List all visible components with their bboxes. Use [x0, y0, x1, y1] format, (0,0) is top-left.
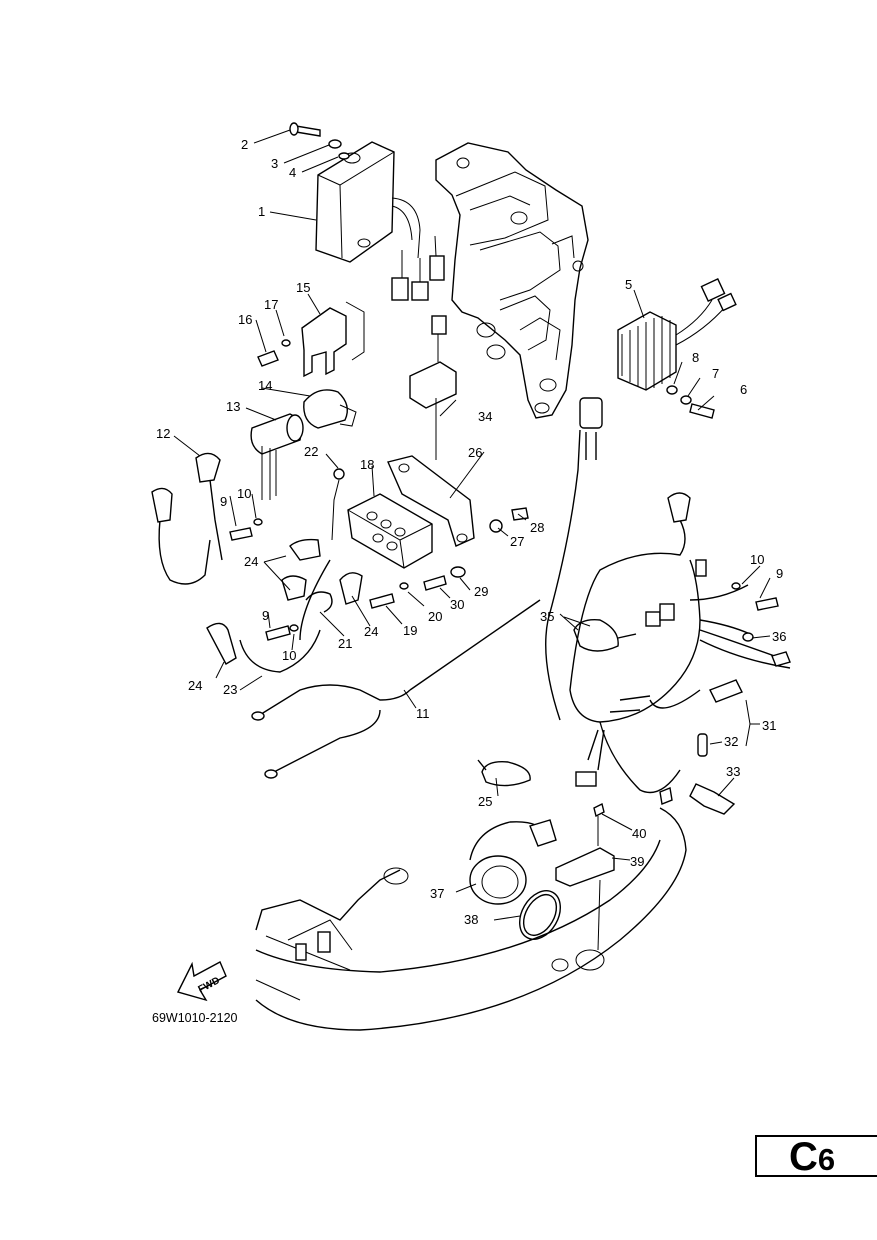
- callout-32: 32: [724, 734, 738, 749]
- callout-11: 11: [416, 706, 430, 721]
- callout-37: 37: [430, 886, 444, 901]
- callout-26: 26: [468, 445, 482, 460]
- callout-17: 17: [264, 297, 278, 312]
- callout-22: 22: [304, 444, 318, 459]
- starter-relay: [250, 389, 357, 500]
- small-fasteners: [229, 468, 529, 641]
- callout-19: 19: [403, 623, 417, 638]
- fwd-arrow: FWD: [176, 961, 227, 1002]
- callout-6: 6: [740, 382, 747, 397]
- callout-9a: 9: [220, 494, 227, 509]
- right-bolt: [666, 385, 715, 419]
- callout-39: 39: [630, 854, 644, 869]
- wiring-harness: [545, 397, 791, 805]
- callout-30: 30: [450, 597, 464, 612]
- callout-1: 1: [258, 204, 265, 219]
- wire-clamp: [409, 315, 457, 460]
- page-label: C6: [789, 1135, 835, 1182]
- callout-9b: 9: [262, 608, 269, 623]
- callout-23: 23: [223, 682, 237, 697]
- ground-cables: [151, 452, 541, 779]
- grommet: [469, 802, 615, 940]
- callout-10b: 10: [282, 648, 296, 663]
- bottom-cowling: [255, 807, 687, 1031]
- callout-7: 7: [712, 366, 719, 381]
- cdi-unit: [315, 141, 445, 301]
- right-small-parts: [689, 582, 779, 815]
- callout-10c: 10: [750, 552, 764, 567]
- callout-8: 8: [692, 350, 699, 365]
- page-number-box: C6: [755, 1135, 877, 1179]
- cable-ties: [477, 619, 637, 787]
- rectifier-regulator: [617, 278, 737, 391]
- callout-10a: 10: [237, 486, 251, 501]
- drawing-code: 69W1010-2120: [152, 1011, 238, 1025]
- callout-24a: 24: [244, 554, 258, 569]
- callout-29: 29: [474, 584, 488, 599]
- callout-12: 12: [156, 426, 170, 441]
- callout-2: 2: [241, 137, 248, 152]
- leader-lines: [173, 129, 771, 921]
- callout-3: 3: [271, 156, 278, 171]
- callout-5: 5: [625, 277, 632, 292]
- callout-15: 15: [296, 280, 310, 295]
- callout-34: 34: [478, 409, 492, 424]
- relay-bracket: [257, 301, 365, 378]
- callout-labels: 1 2 3 4 5 6 7 8 9 9 10 10 10 11 12 13 14…: [156, 137, 786, 927]
- callout-21: 21: [338, 636, 352, 651]
- page-letter: C: [789, 1135, 818, 1179]
- callout-31: 31: [762, 718, 776, 733]
- callout-13: 13: [226, 399, 240, 414]
- callout-24b: 24: [364, 624, 378, 639]
- callout-20: 20: [428, 609, 442, 624]
- callout-24c: 24: [188, 678, 202, 693]
- callout-14: 14: [258, 378, 272, 393]
- callout-36: 36: [772, 629, 786, 644]
- callout-18: 18: [360, 457, 374, 472]
- page-number: 6: [817, 1142, 836, 1177]
- callout-16: 16: [238, 312, 252, 327]
- callout-4: 4: [289, 165, 296, 180]
- terminal-block: [347, 455, 475, 569]
- callout-25: 25: [478, 794, 492, 809]
- callout-33: 33: [726, 764, 740, 779]
- callout-35: 35: [540, 609, 554, 624]
- callout-40: 40: [632, 826, 646, 841]
- top-bolt: [289, 122, 350, 160]
- callout-28: 28: [530, 520, 544, 535]
- callout-38: 38: [464, 912, 478, 927]
- callout-27: 27: [510, 534, 524, 549]
- bracket-body: [435, 142, 589, 419]
- callout-9c: 9: [776, 566, 783, 581]
